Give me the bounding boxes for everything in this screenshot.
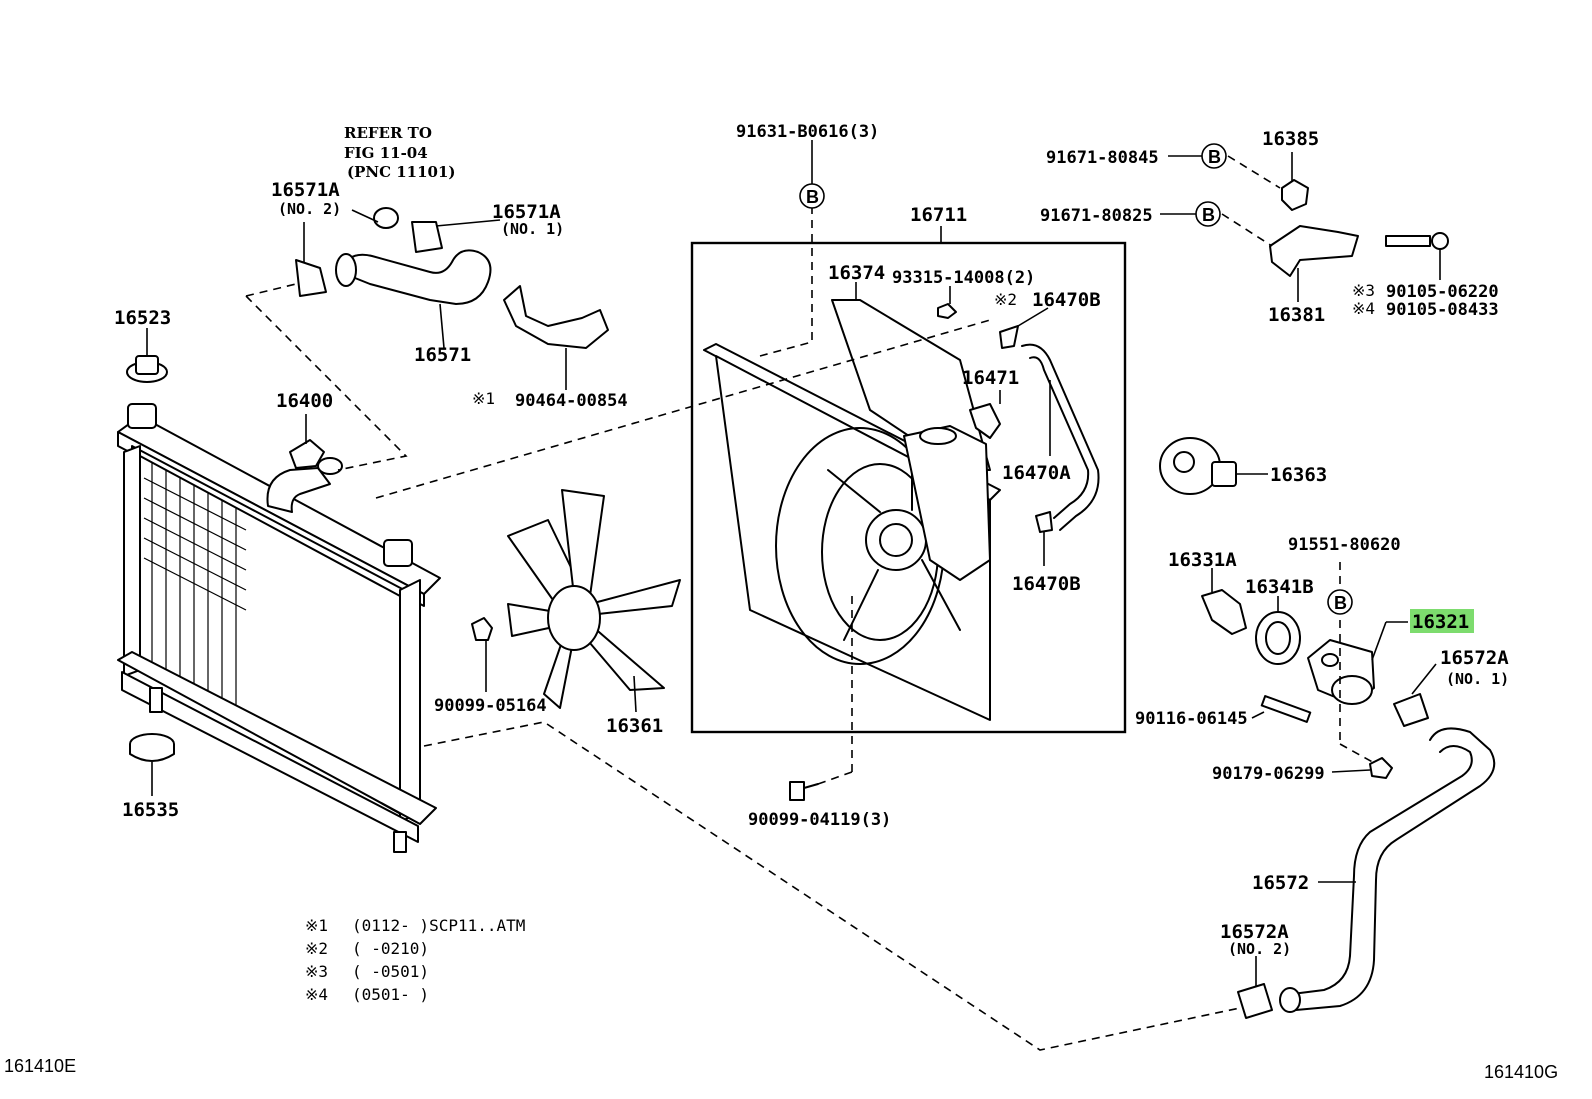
upper-cushion-drawing — [126, 328, 168, 383]
shroud-bolt-drawing — [789, 590, 853, 801]
ref-mark-b-2 — [1201, 143, 1227, 169]
footnotes: ※1 (0112- )SCP11..ATM ※2 ( -0210) ※3 ( -… — [305, 916, 525, 1004]
lower-cushion-drawing — [129, 733, 175, 796]
stud-and-nut-drawing — [1251, 562, 1393, 779]
hose-clamp-bracket-drawing — [503, 285, 609, 390]
ref-mark-b-1 — [799, 183, 825, 209]
fan-motor-drawing — [1159, 437, 1268, 495]
tapping-screw-drawing — [937, 286, 957, 319]
label-16470a[interactable]: 16470A — [1002, 462, 1071, 484]
highlighted-part-marker — [1410, 609, 1474, 633]
reference-marks: B B B B — [799, 143, 1353, 615]
label-16571a-no2[interactable]: 16571A — [271, 179, 340, 201]
upper-hose-drawing — [295, 207, 501, 349]
footnote-4-mark: ※4 — [305, 985, 328, 1004]
label-16363[interactable]: 16363 — [1270, 464, 1327, 486]
label-90099-05164[interactable]: 90099-05164 — [434, 696, 547, 716]
label-90464-mark: ※1 — [472, 389, 495, 408]
ref-mark-b-1-text: B — [806, 187, 819, 207]
label-16571a-no2-sub: (NO. 2) — [278, 200, 341, 218]
dashed-assembly-lines — [245, 155, 1281, 1051]
label-90105-08433-mark: ※4 — [1352, 299, 1375, 318]
figure-code-right: 161410G — [1484, 1062, 1558, 1082]
label-16361[interactable]: 16361 — [606, 715, 663, 737]
label-16711[interactable]: 16711 — [910, 204, 967, 226]
footnote-2-mark: ※2 — [305, 939, 328, 958]
label-16523[interactable]: 16523 — [114, 307, 171, 329]
reference-note-line-1: REFER TO — [344, 124, 432, 142]
label-16572a-no2[interactable]: 16572A — [1220, 921, 1289, 943]
radiator-drawing — [117, 403, 441, 853]
label-16572[interactable]: 16572 — [1252, 872, 1309, 894]
label-90116-06145[interactable]: 90116-06145 — [1135, 709, 1248, 729]
figure-code-left: 161410E — [4, 1056, 76, 1076]
label-90105-06220-mark: ※3 — [1352, 281, 1375, 300]
label-16470b-bottom[interactable]: 16470B — [1012, 573, 1081, 595]
footnote-3-text: ( -0501) — [352, 962, 429, 981]
label-16341b[interactable]: 16341B — [1245, 576, 1314, 598]
label-16571[interactable]: 16571 — [414, 344, 471, 366]
fan-shroud-box — [690, 226, 1127, 734]
ref-mark-b-3 — [1195, 201, 1221, 227]
ref-mark-b-2-text: B — [1208, 147, 1221, 167]
label-90179-06299[interactable]: 90179-06299 — [1212, 764, 1325, 784]
label-90105-08433[interactable]: 90105-08433 — [1386, 300, 1499, 320]
label-90105-06220[interactable]: 90105-06220 — [1386, 282, 1499, 302]
label-90099-04119[interactable]: 90099-04119(3) — [748, 810, 891, 830]
label-16470b-top[interactable]: 16470B — [1032, 289, 1101, 311]
reference-note-line-3: (PNC 11101) — [347, 163, 456, 181]
footnote-1-text: (0112- )SCP11..ATM — [352, 916, 525, 935]
footnote-4-text: (0501- ) — [352, 985, 429, 1004]
label-16331a[interactable]: 16331A — [1168, 549, 1237, 571]
fan-nut-drawing — [471, 617, 493, 692]
label-93315-14008[interactable]: 93315-14008(2) — [892, 268, 1035, 288]
fan-shroud-drawing — [703, 299, 1001, 721]
thermostat-drawing — [1201, 568, 1301, 665]
water-inlet-drawing — [1307, 621, 1408, 705]
lower-hose-drawing — [1237, 727, 1496, 1019]
label-91671-80845[interactable]: 91671-80845 — [1046, 148, 1159, 168]
ref-mark-b-3-text: B — [1202, 205, 1215, 225]
label-90464-00854[interactable]: 90464-00854 — [515, 391, 628, 411]
label-16381[interactable]: 16381 — [1268, 304, 1325, 326]
label-16571a-no1[interactable]: 16571A — [492, 201, 561, 223]
support-bracket-drawing — [1269, 152, 1449, 302]
footnote-3-mark: ※3 — [305, 962, 328, 981]
label-16572a-no1[interactable]: 16572A — [1440, 647, 1509, 669]
leader-lines — [305, 140, 1202, 444]
label-16374[interactable]: 16374 — [828, 262, 885, 284]
lower-hose-clamp-1-drawing — [1393, 663, 1437, 727]
reference-note-line-2: FIG 11-04 — [344, 144, 428, 162]
label-91551-80620[interactable]: 91551-80620 — [1288, 535, 1401, 555]
label-16572a-no1-sub: (NO. 1) — [1446, 670, 1509, 688]
label-91631-b0616[interactable]: 91631-B0616(3) — [736, 122, 879, 142]
label-16572a-no2-sub: (NO. 2) — [1228, 940, 1291, 958]
label-16385[interactable]: 16385 — [1262, 128, 1319, 150]
part-labels: REFER TO FIG 11-04 (PNC 11101) 16571A (N… — [114, 122, 1509, 958]
footnote-2-text: ( -0210) — [352, 939, 429, 958]
label-16471[interactable]: 16471 — [962, 367, 1019, 389]
footnote-1-mark: ※1 — [305, 916, 328, 935]
label-16535[interactable]: 16535 — [122, 799, 179, 821]
ref-mark-b-4-text: B — [1334, 593, 1347, 613]
label-16400[interactable]: 16400 — [276, 390, 333, 412]
label-16321[interactable]: 16321 — [1412, 611, 1469, 633]
label-91671-80825[interactable]: 91671-80825 — [1040, 206, 1153, 226]
reserve-hose-drawing — [969, 307, 1100, 566]
label-16571a-no1-sub: (NO. 1) — [501, 220, 564, 238]
label-16470b-top-mark: ※2 — [994, 290, 1017, 309]
ref-mark-b-4 — [1327, 589, 1353, 615]
cooling-fan-drawing — [507, 489, 681, 713]
